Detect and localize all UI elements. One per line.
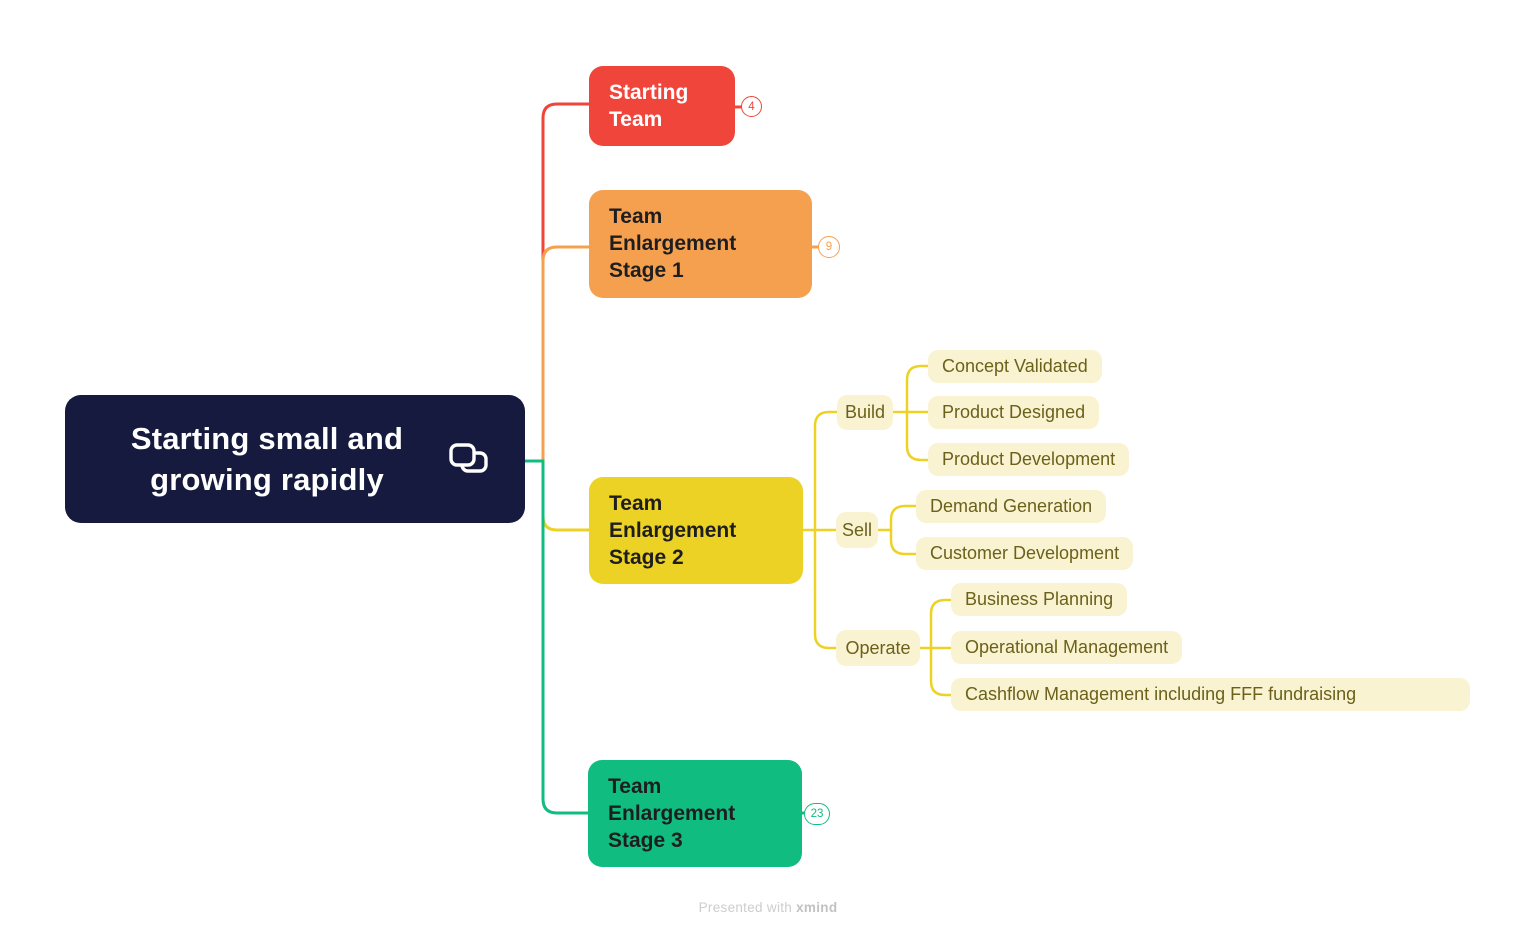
topic-product-designed[interactable]: Product Designed (928, 396, 1100, 429)
topic-demand-generation[interactable]: Demand Generation (916, 490, 1107, 523)
topic-starting-team[interactable]: Starting Team (589, 66, 735, 146)
topic-build[interactable]: Build (837, 395, 893, 430)
branch-line-yellow (522, 459, 592, 532)
footer-prefix: Presented with (698, 900, 793, 915)
topic-label: Team Enlargement Stage 3 (608, 775, 736, 852)
topic-concept-validated[interactable]: Concept Validated (928, 350, 1102, 383)
topic-operate[interactable]: Operate (836, 630, 920, 666)
topic-sell[interactable]: Sell (836, 512, 878, 548)
branch-line-green (522, 459, 592, 815)
topic-label: Team Enlargement Stage 2 (609, 492, 737, 569)
topic-product-development[interactable]: Product Development (928, 443, 1130, 476)
linked-topics-icon[interactable] (448, 443, 488, 479)
topic-cashflow-management[interactable]: Cashflow Management including FFF fundra… (951, 678, 1470, 711)
topic-business-planning[interactable]: Business Planning (951, 583, 1128, 616)
root-topic-label: Starting small and growing rapidly (130, 421, 404, 497)
xmind-brand: xmind (796, 900, 838, 915)
collapse-count-badge[interactable]: 4 (741, 96, 762, 117)
topic-operational-management[interactable]: Operational Management (951, 631, 1183, 664)
topic-label: Team Enlargement Stage 1 (609, 205, 737, 282)
stage2-subtree-lines (801, 364, 953, 697)
collapse-count-badge[interactable]: 23 (804, 803, 830, 825)
topic-label: Starting Team (609, 81, 689, 131)
topic-team-enlargement-stage-2[interactable]: Team Enlargement Stage 2 (589, 477, 803, 584)
root-topic[interactable]: Starting small and growing rapidly (65, 395, 525, 523)
collapse-count-badge[interactable]: 9 (818, 236, 840, 258)
branch-line-red (522, 102, 592, 463)
topic-team-enlargement-stage-3[interactable]: Team Enlargement Stage 3 (588, 760, 802, 867)
topic-team-enlargement-stage-1[interactable]: Team Enlargement Stage 1 (589, 190, 812, 298)
branch-line-orange (522, 245, 592, 463)
topic-customer-development[interactable]: Customer Development (916, 537, 1134, 570)
